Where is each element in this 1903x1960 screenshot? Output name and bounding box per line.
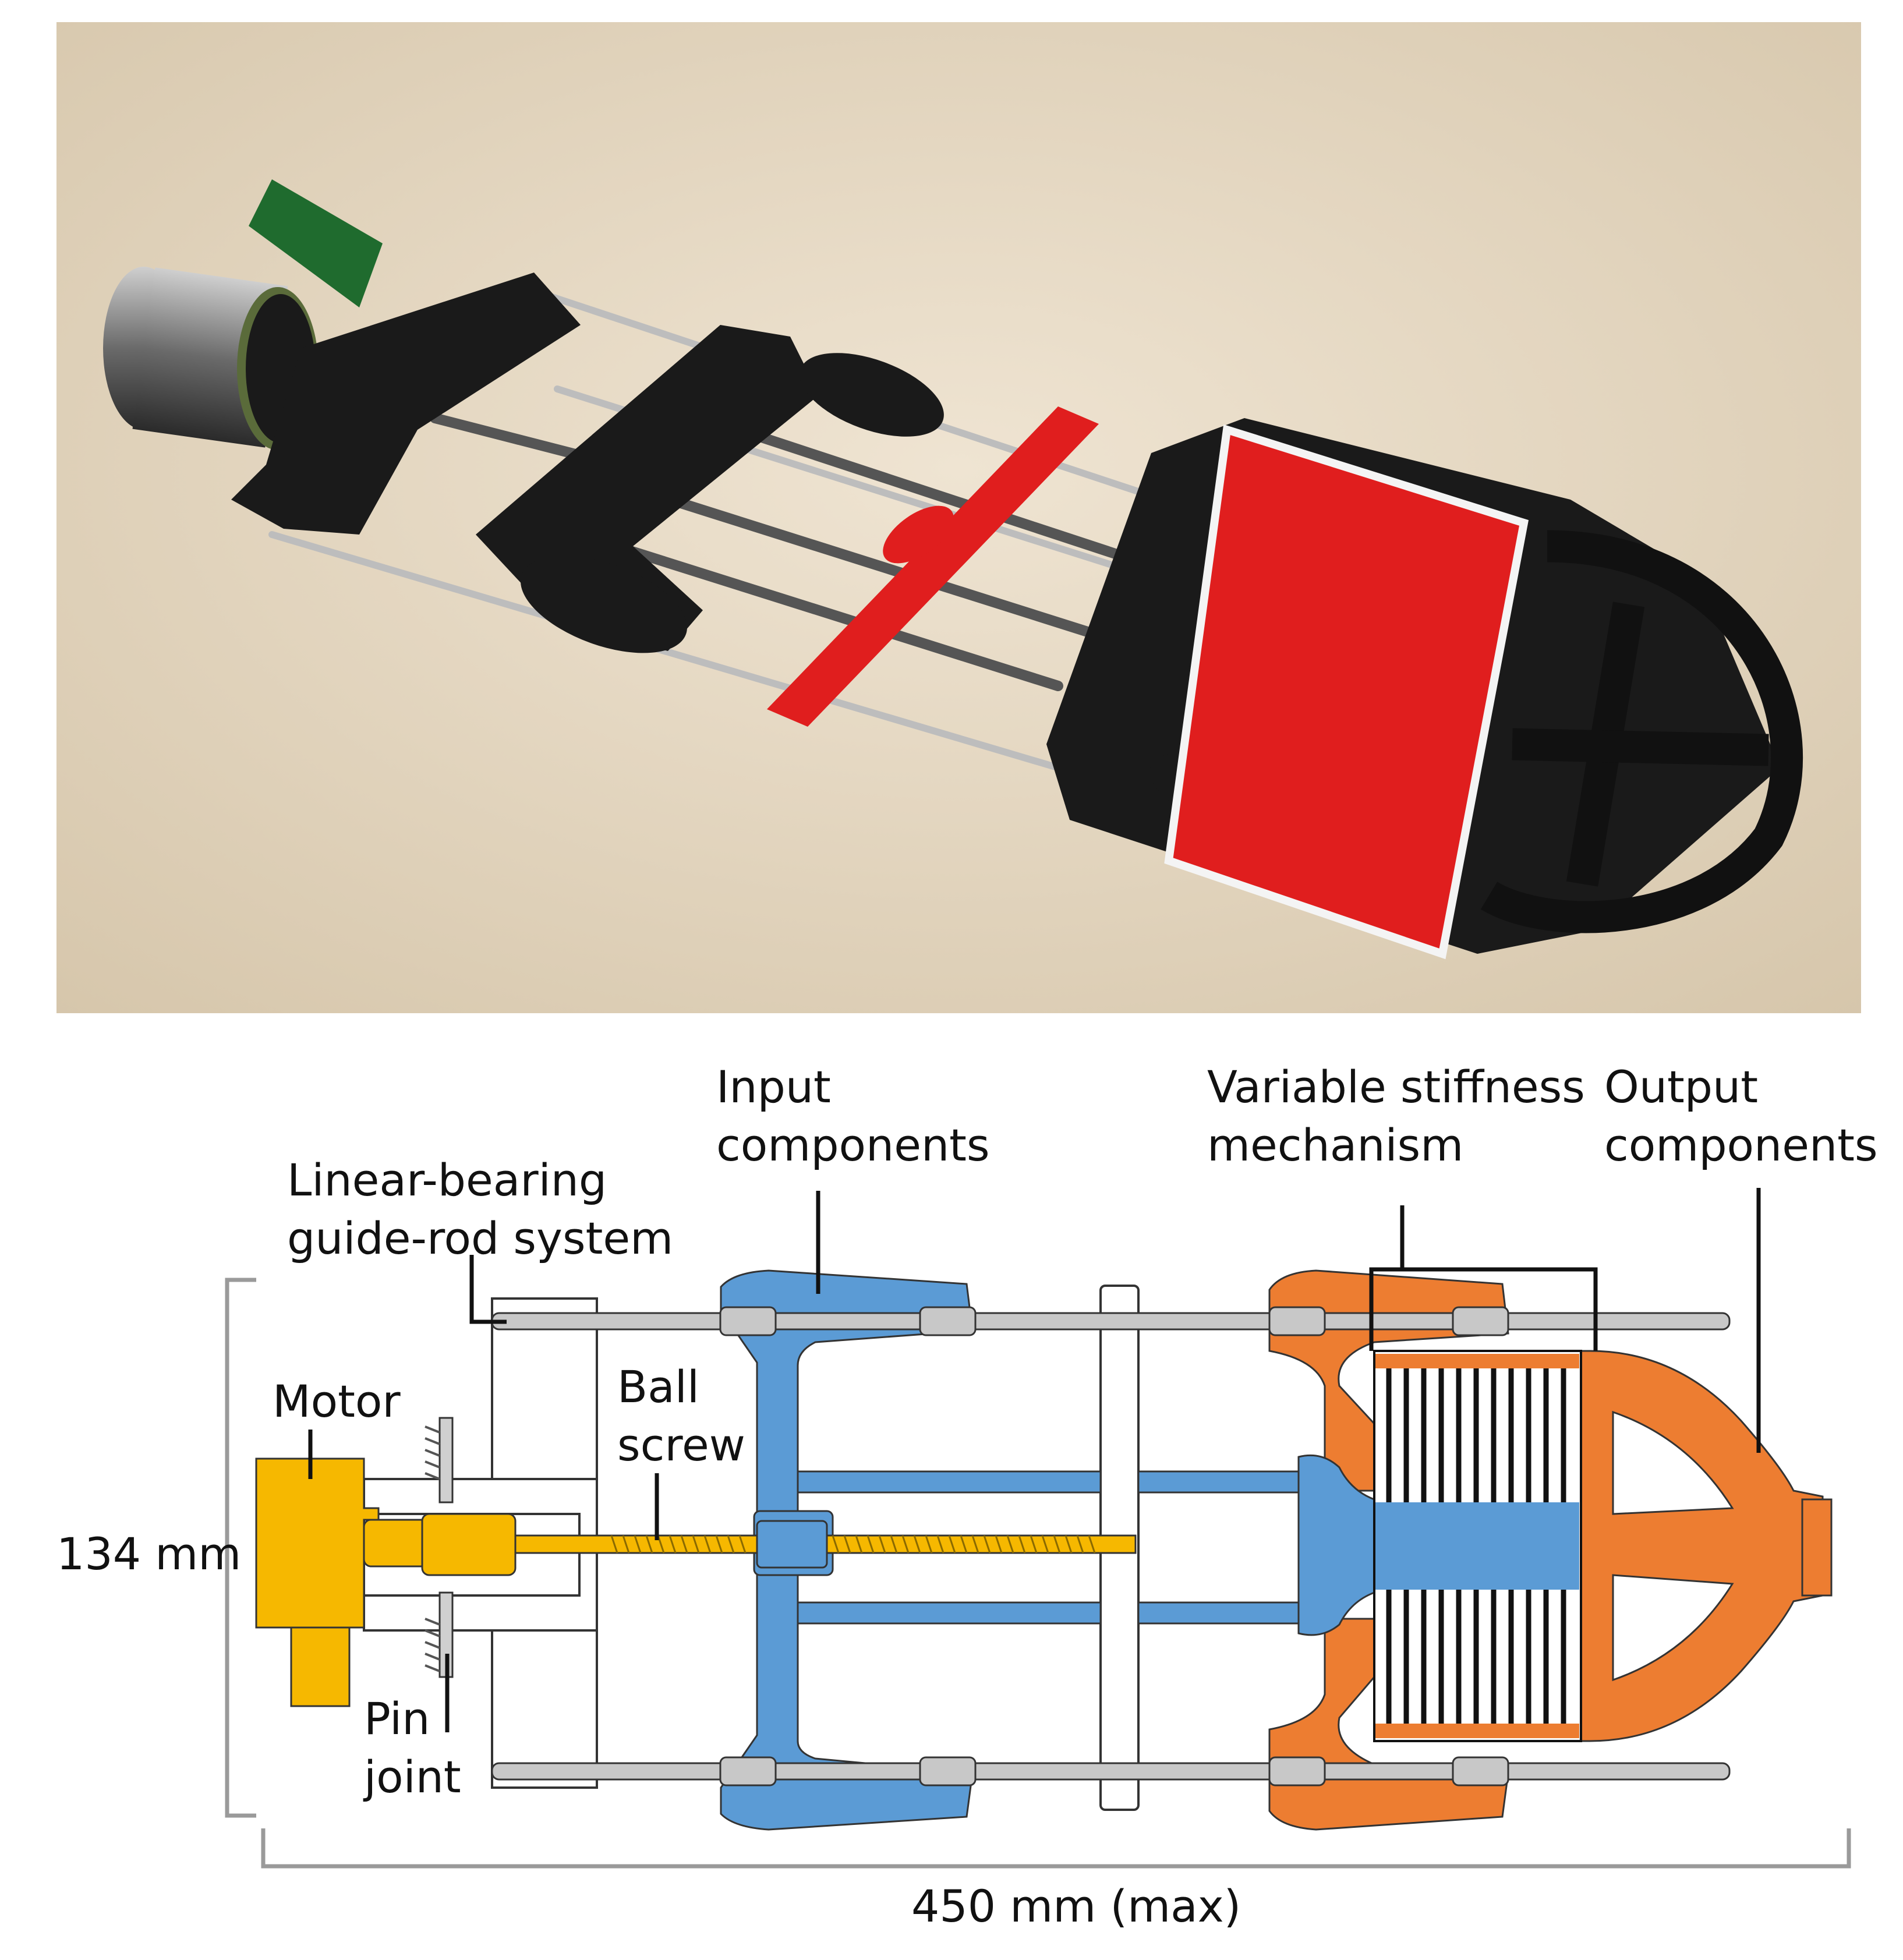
ball-screw-thread <box>610 1535 1096 1554</box>
guide-rod-system-label: Linear-bearing guide-rod system <box>287 1154 673 1264</box>
spring-stack <box>1373 1350 1582 1742</box>
guide-rod-bottom <box>491 1762 1731 1781</box>
photo-pcb <box>249 179 383 307</box>
output-components-label: Output components <box>1604 1061 1878 1171</box>
length-dimension-label: 450 mm (max) <box>911 1880 1241 1932</box>
height-dimension-bracket <box>225 1278 256 1818</box>
vsm-label: Variable stiffness mechanism <box>1207 1061 1599 1171</box>
motor-body <box>255 1457 517 1707</box>
guide-rod-top <box>491 1312 1731 1331</box>
ball-screw-label: Ball screw <box>617 1361 745 1471</box>
height-dimension-label: 134 mm <box>56 1528 241 1580</box>
photo-red-spring-stack <box>1164 424 1529 960</box>
pin-joint-label: Pin joint <box>363 1693 461 1803</box>
length-dimension-bracket <box>261 1828 1851 1869</box>
linear-bearings <box>719 1306 1509 1786</box>
leader-lines <box>308 1188 1761 1732</box>
motor-label: Motor <box>273 1375 401 1427</box>
output-dome <box>1580 1350 1824 1742</box>
input-components-label: Input components <box>716 1061 990 1171</box>
input-carriage <box>720 1269 1308 1831</box>
photo-output-dome <box>1480 530 1803 933</box>
ball-nut <box>756 1520 828 1569</box>
output-flange <box>1801 1498 1833 1597</box>
device-photo <box>56 22 1861 1013</box>
photo-red-lever <box>767 406 1099 727</box>
